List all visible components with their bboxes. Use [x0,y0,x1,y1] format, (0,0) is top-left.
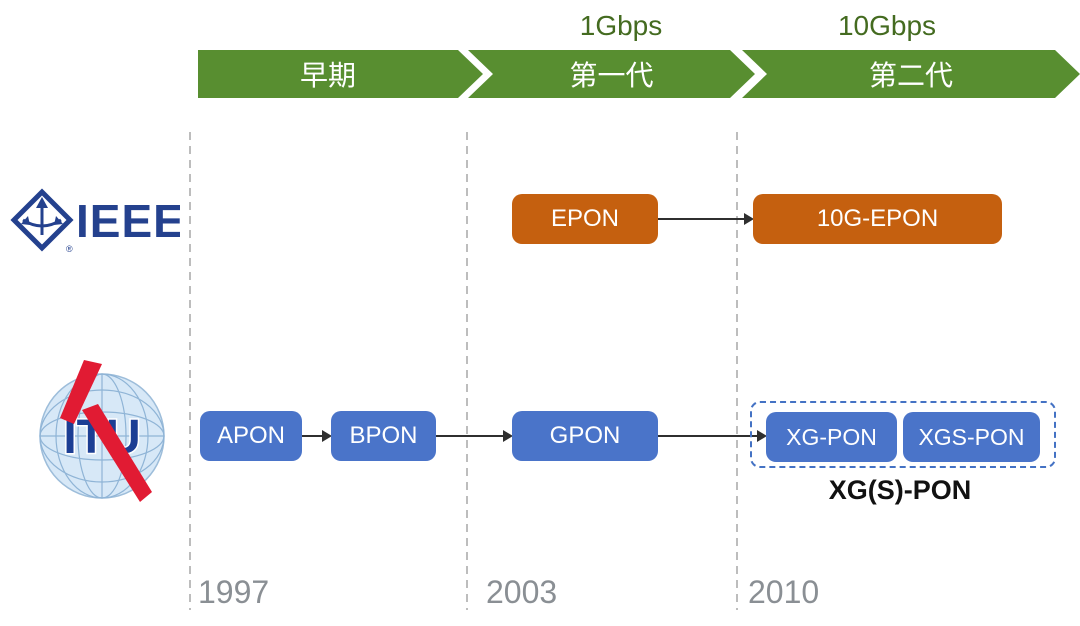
speed-label-10gbps: 10Gbps [837,10,937,41]
gpon-box: GPON [512,411,658,461]
itu-lightning-upper [60,360,102,424]
timeline-segment-early: 早期 [198,50,483,98]
xgs-pon-group-box [750,401,1056,468]
itu-logo: ITU [28,360,178,515]
epon-box: EPON [512,194,658,244]
10g-epon-box: 10G-EPON [753,194,1002,244]
ieee-logo-text: IEEE [76,195,180,247]
ieee-registered-mark: ® [66,244,73,254]
itu-globe-icon: ITU [39,360,165,502]
year-label-2010: 2010 [748,574,820,610]
gridline-2003 [466,132,468,610]
year-label-1997: 1997 [198,574,270,610]
timeline-segment-gen2-label: 第二代 [868,60,953,91]
xgs-pon-group-label: XG(S)-PON [828,475,972,505]
xgs-pon-box: XGS-PON [903,412,1040,462]
timeline-segment-early-label: 早期 [299,60,356,91]
itu-lightning-lower [82,404,152,502]
gridline-1997 [189,132,191,610]
arrow-apon-to-bpon [302,435,322,437]
year-label-2003: 2003 [486,574,558,610]
ieee-logo: ® IEEE [8,188,184,254]
arrow-epon-to-10gepon [658,218,744,220]
arrow-gpon-to-xgpon [658,435,757,437]
bpon-box: BPON [331,411,436,461]
timeline-segment-gen1-label: 第一代 [569,60,654,91]
arrow-bpon-to-gpon [436,435,503,437]
xg-pon-box: XG-PON [766,412,897,462]
ieee-diamond-icon: ® IEEE [10,188,184,254]
apon-box: APON [200,411,302,461]
speed-label-1gbps: 1Gbps [579,10,663,41]
timeline-segment-gen1: 第一代 [468,50,755,98]
gridline-2010 [736,132,738,610]
timeline-segment-gen2: 第二代 [742,50,1080,98]
